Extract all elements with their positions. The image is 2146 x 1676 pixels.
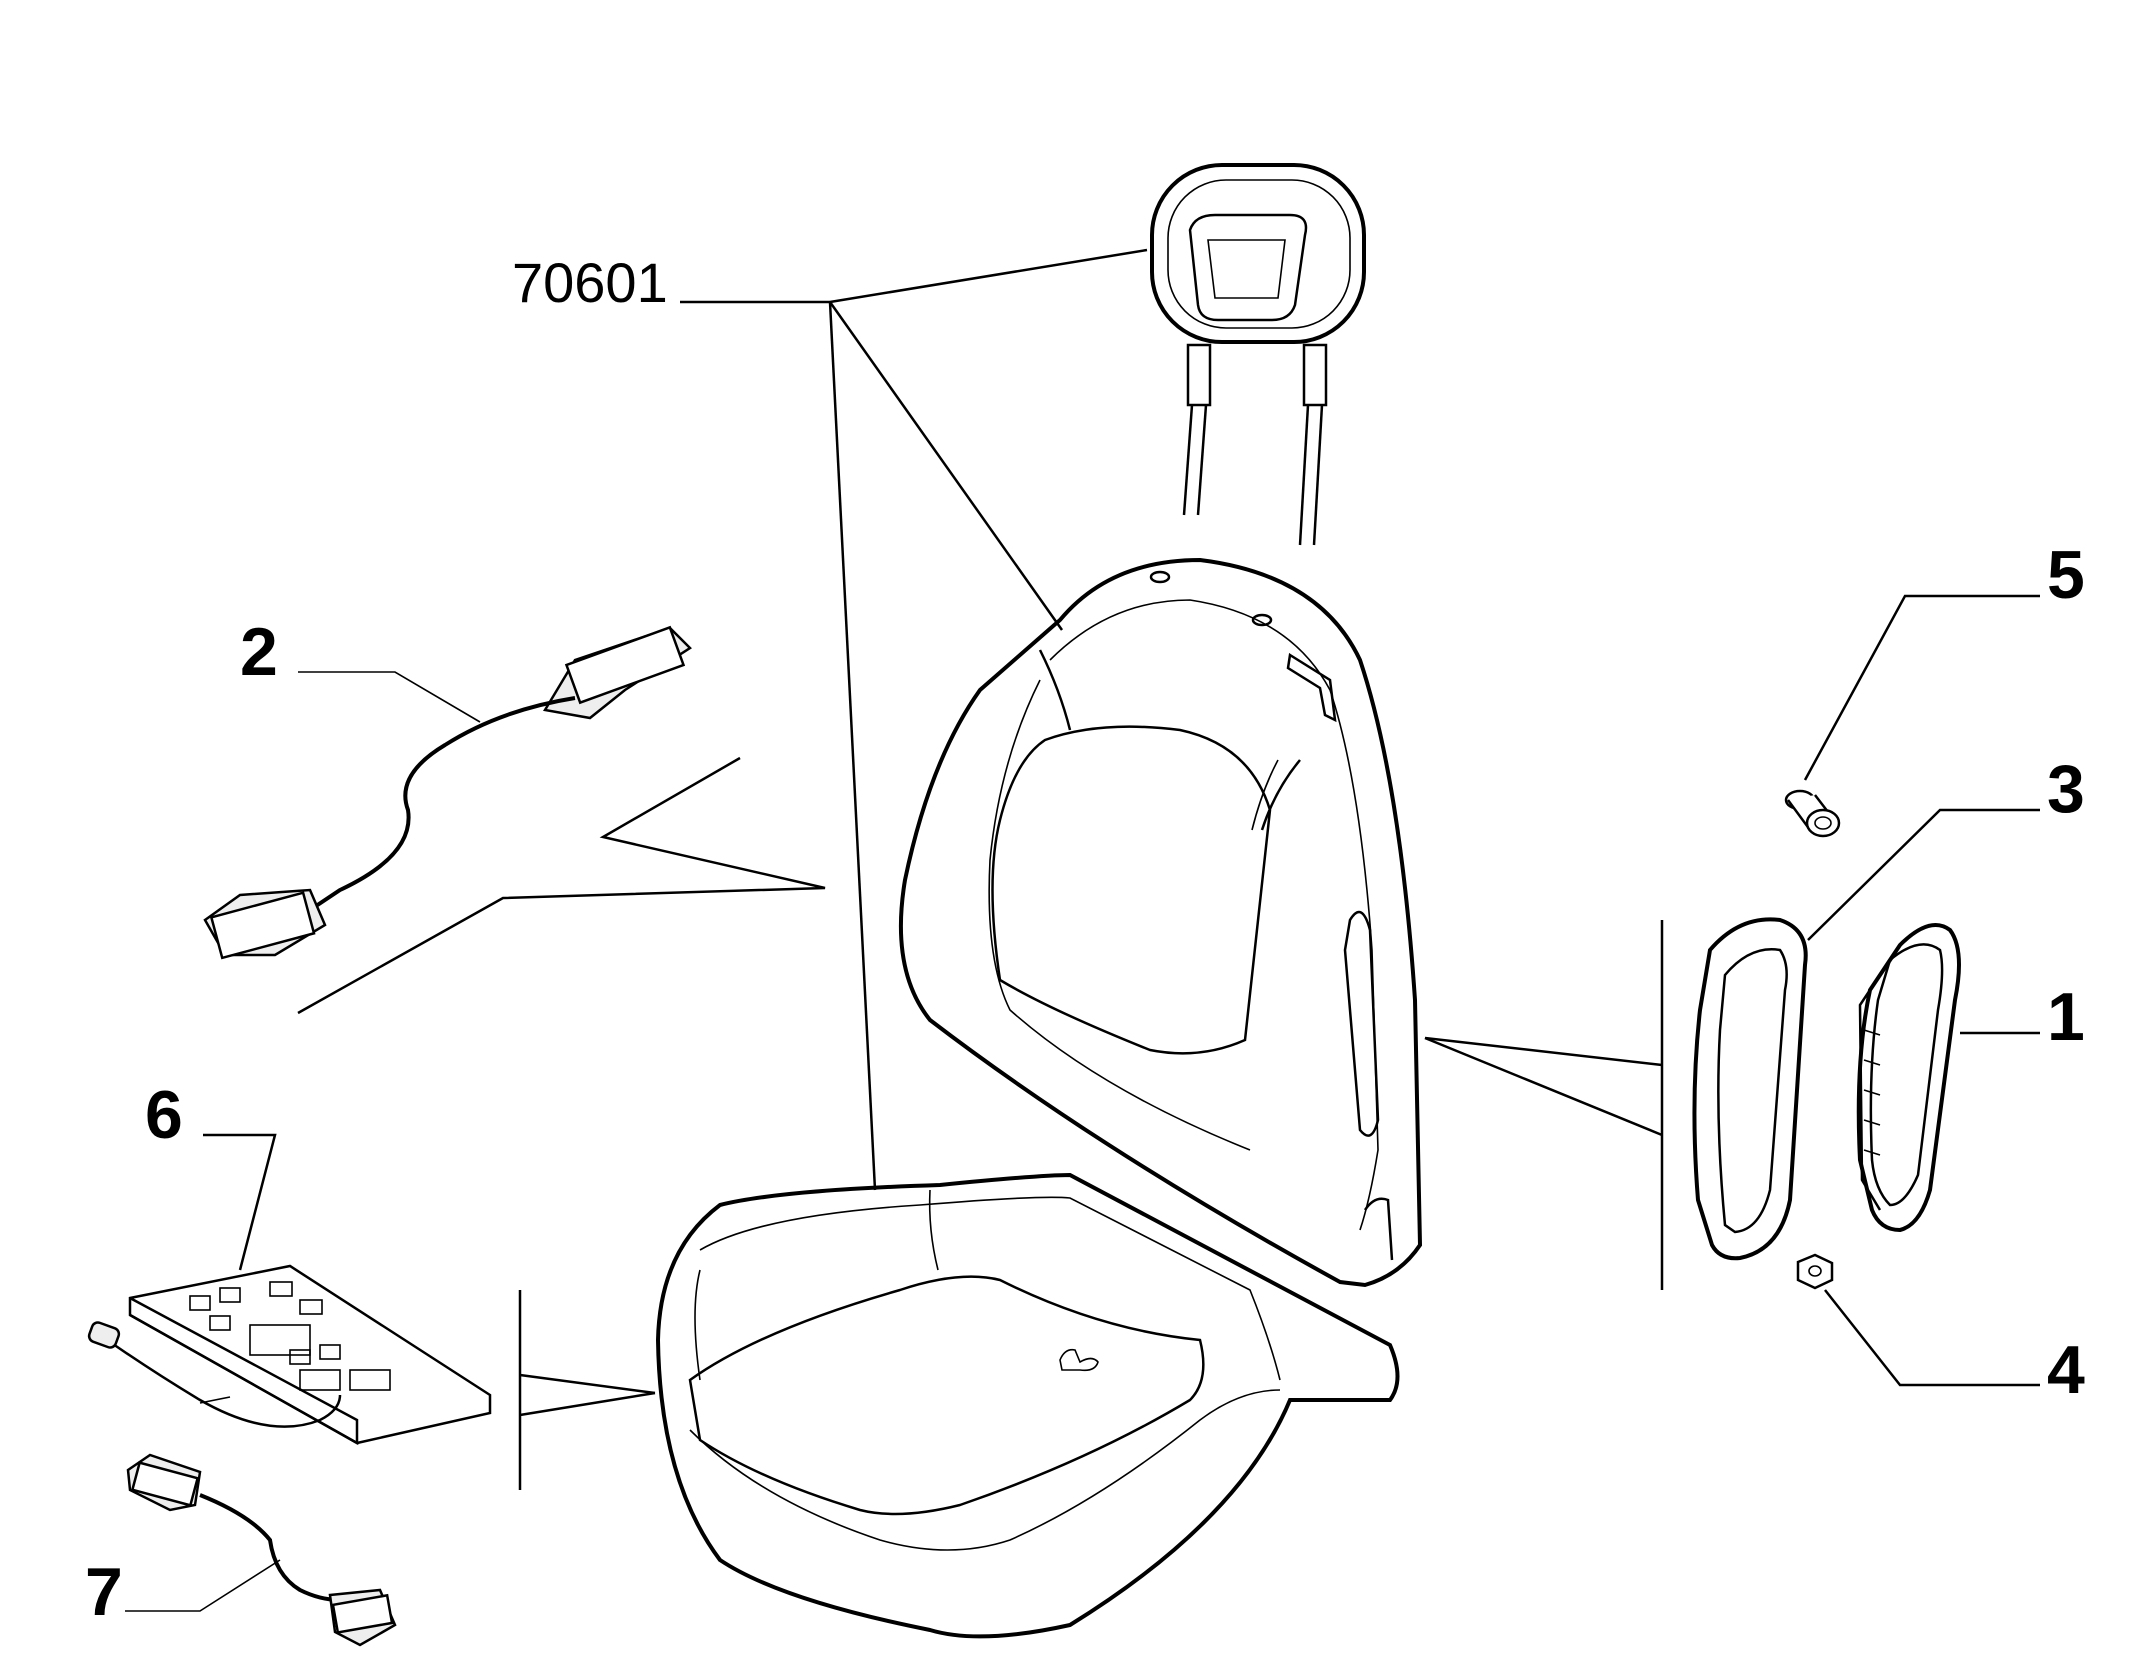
- callout-6: 6: [145, 1077, 183, 1153]
- side-trim-part-1: [1856, 923, 1961, 1233]
- headrest: [1150, 163, 1366, 546]
- seat-heater-mat-part-6: [87, 1264, 492, 1446]
- callout-7: 7: [85, 1554, 123, 1630]
- callout-4: 4: [2047, 1332, 2085, 1408]
- callout-1: 1: [2047, 979, 2085, 1055]
- plug-part-5: [1784, 789, 1841, 838]
- nut-part-4: [1796, 1253, 1834, 1290]
- callout-labels: 70601 1 2 3 4 5 6 7: [85, 251, 2085, 1630]
- seat-cushion: [655, 1172, 1400, 1639]
- callout-70601: 70601: [512, 251, 668, 314]
- wiring-harness-part-7: [126, 1453, 397, 1647]
- callout-2: 2: [240, 614, 278, 690]
- trim-frame-part-3: [1692, 917, 1808, 1261]
- callout-3: 3: [2047, 751, 2085, 827]
- backrest: [898, 557, 1423, 1288]
- wiring-harness-part-2: [203, 625, 692, 960]
- leader-lines: [125, 248, 2040, 1612]
- callout-5: 5: [2047, 537, 2085, 613]
